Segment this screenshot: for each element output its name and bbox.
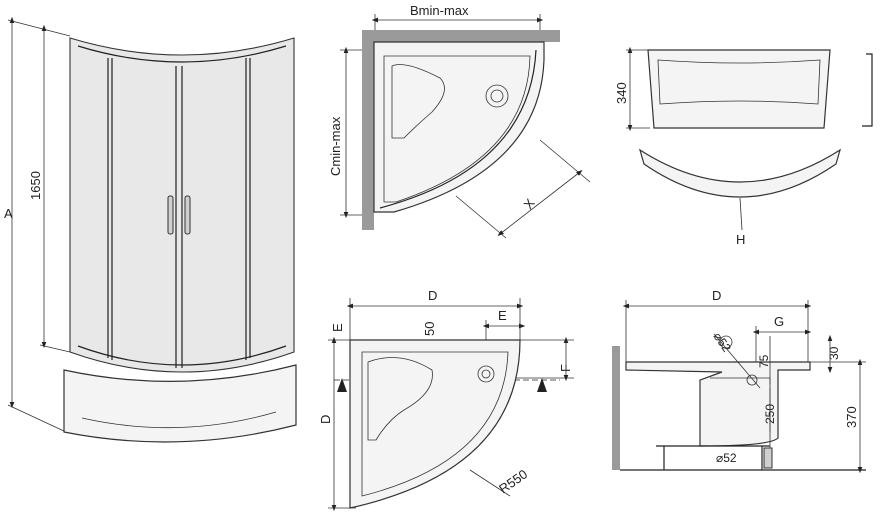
label-f: F	[558, 364, 573, 372]
top-rail-inner	[77, 45, 287, 63]
ext-line-1650	[39, 344, 71, 353]
label-d-left: D	[318, 415, 333, 424]
label-a: A	[4, 206, 13, 221]
apron-groove	[81, 411, 277, 429]
section-wall	[612, 346, 620, 470]
tray-section-view: D G ⌀52 75 30 250 370 ⌀52	[612, 288, 866, 474]
label-30: 30	[827, 346, 841, 360]
tray-plan-drain	[477, 365, 495, 383]
label-370: 370	[844, 406, 859, 428]
label-e-left: E	[330, 323, 345, 332]
enclosure-front-view: A 1650	[4, 16, 297, 443]
apron-curve-plan	[638, 148, 842, 198]
tray-inner	[383, 55, 531, 203]
apron-panel-recess	[657, 59, 821, 105]
glass-arc	[379, 49, 537, 209]
apron-views: 340 H	[614, 46, 873, 247]
tray-plan-inner	[361, 351, 509, 497]
tray-plan-drain-inner	[481, 369, 491, 379]
door-handle-left	[167, 195, 174, 235]
section-arrow-right	[537, 378, 547, 392]
tray-apron	[63, 364, 297, 443]
tray-plan-seat	[367, 357, 433, 441]
label-g: G	[774, 314, 784, 329]
drain-outer	[485, 84, 509, 108]
apron-panel	[647, 49, 831, 129]
label-h: H	[736, 232, 745, 247]
label-e-right: E	[498, 308, 507, 323]
drain-pipe	[763, 447, 773, 469]
enclosure-top-view: Bmin-max Cmin-max X	[328, 3, 591, 239]
tray-plan-body	[349, 339, 521, 509]
apron-profile	[862, 53, 873, 127]
door-handle-right	[184, 195, 191, 235]
label-50: 50	[422, 322, 437, 336]
drain-inner	[490, 89, 504, 103]
ext-x-1	[539, 139, 591, 183]
label-bmin-max: Bmin-max	[410, 3, 469, 18]
h-pointer	[739, 197, 743, 231]
label-r550: R550	[496, 466, 530, 496]
ext-line-a-top	[7, 19, 71, 37]
label-dia52-top: ⌀52	[711, 330, 734, 355]
section-arrow-left	[337, 378, 347, 392]
label-dia52-bottom: ⌀52	[716, 451, 737, 465]
label-x: X	[521, 196, 538, 212]
tray-plan-view: D E 50 E F D R550	[318, 288, 574, 512]
tray-seat	[391, 64, 445, 139]
tray-top	[373, 41, 545, 213]
label-d-side: D	[712, 288, 721, 303]
overflow-hole	[746, 374, 758, 386]
tray-section-body	[625, 361, 811, 447]
dim-line-x	[497, 170, 583, 236]
radius-pointer	[469, 469, 511, 497]
label-1650: 1650	[28, 171, 43, 200]
label-d-top: D	[428, 288, 437, 303]
dia52-top-pointer	[713, 333, 761, 389]
ext-line-a-bottom	[7, 404, 67, 433]
label-340: 340	[614, 82, 629, 104]
ext-x-2	[455, 195, 507, 239]
label-cmin-max: Cmin-max	[328, 116, 343, 176]
label-75: 75	[757, 354, 771, 368]
